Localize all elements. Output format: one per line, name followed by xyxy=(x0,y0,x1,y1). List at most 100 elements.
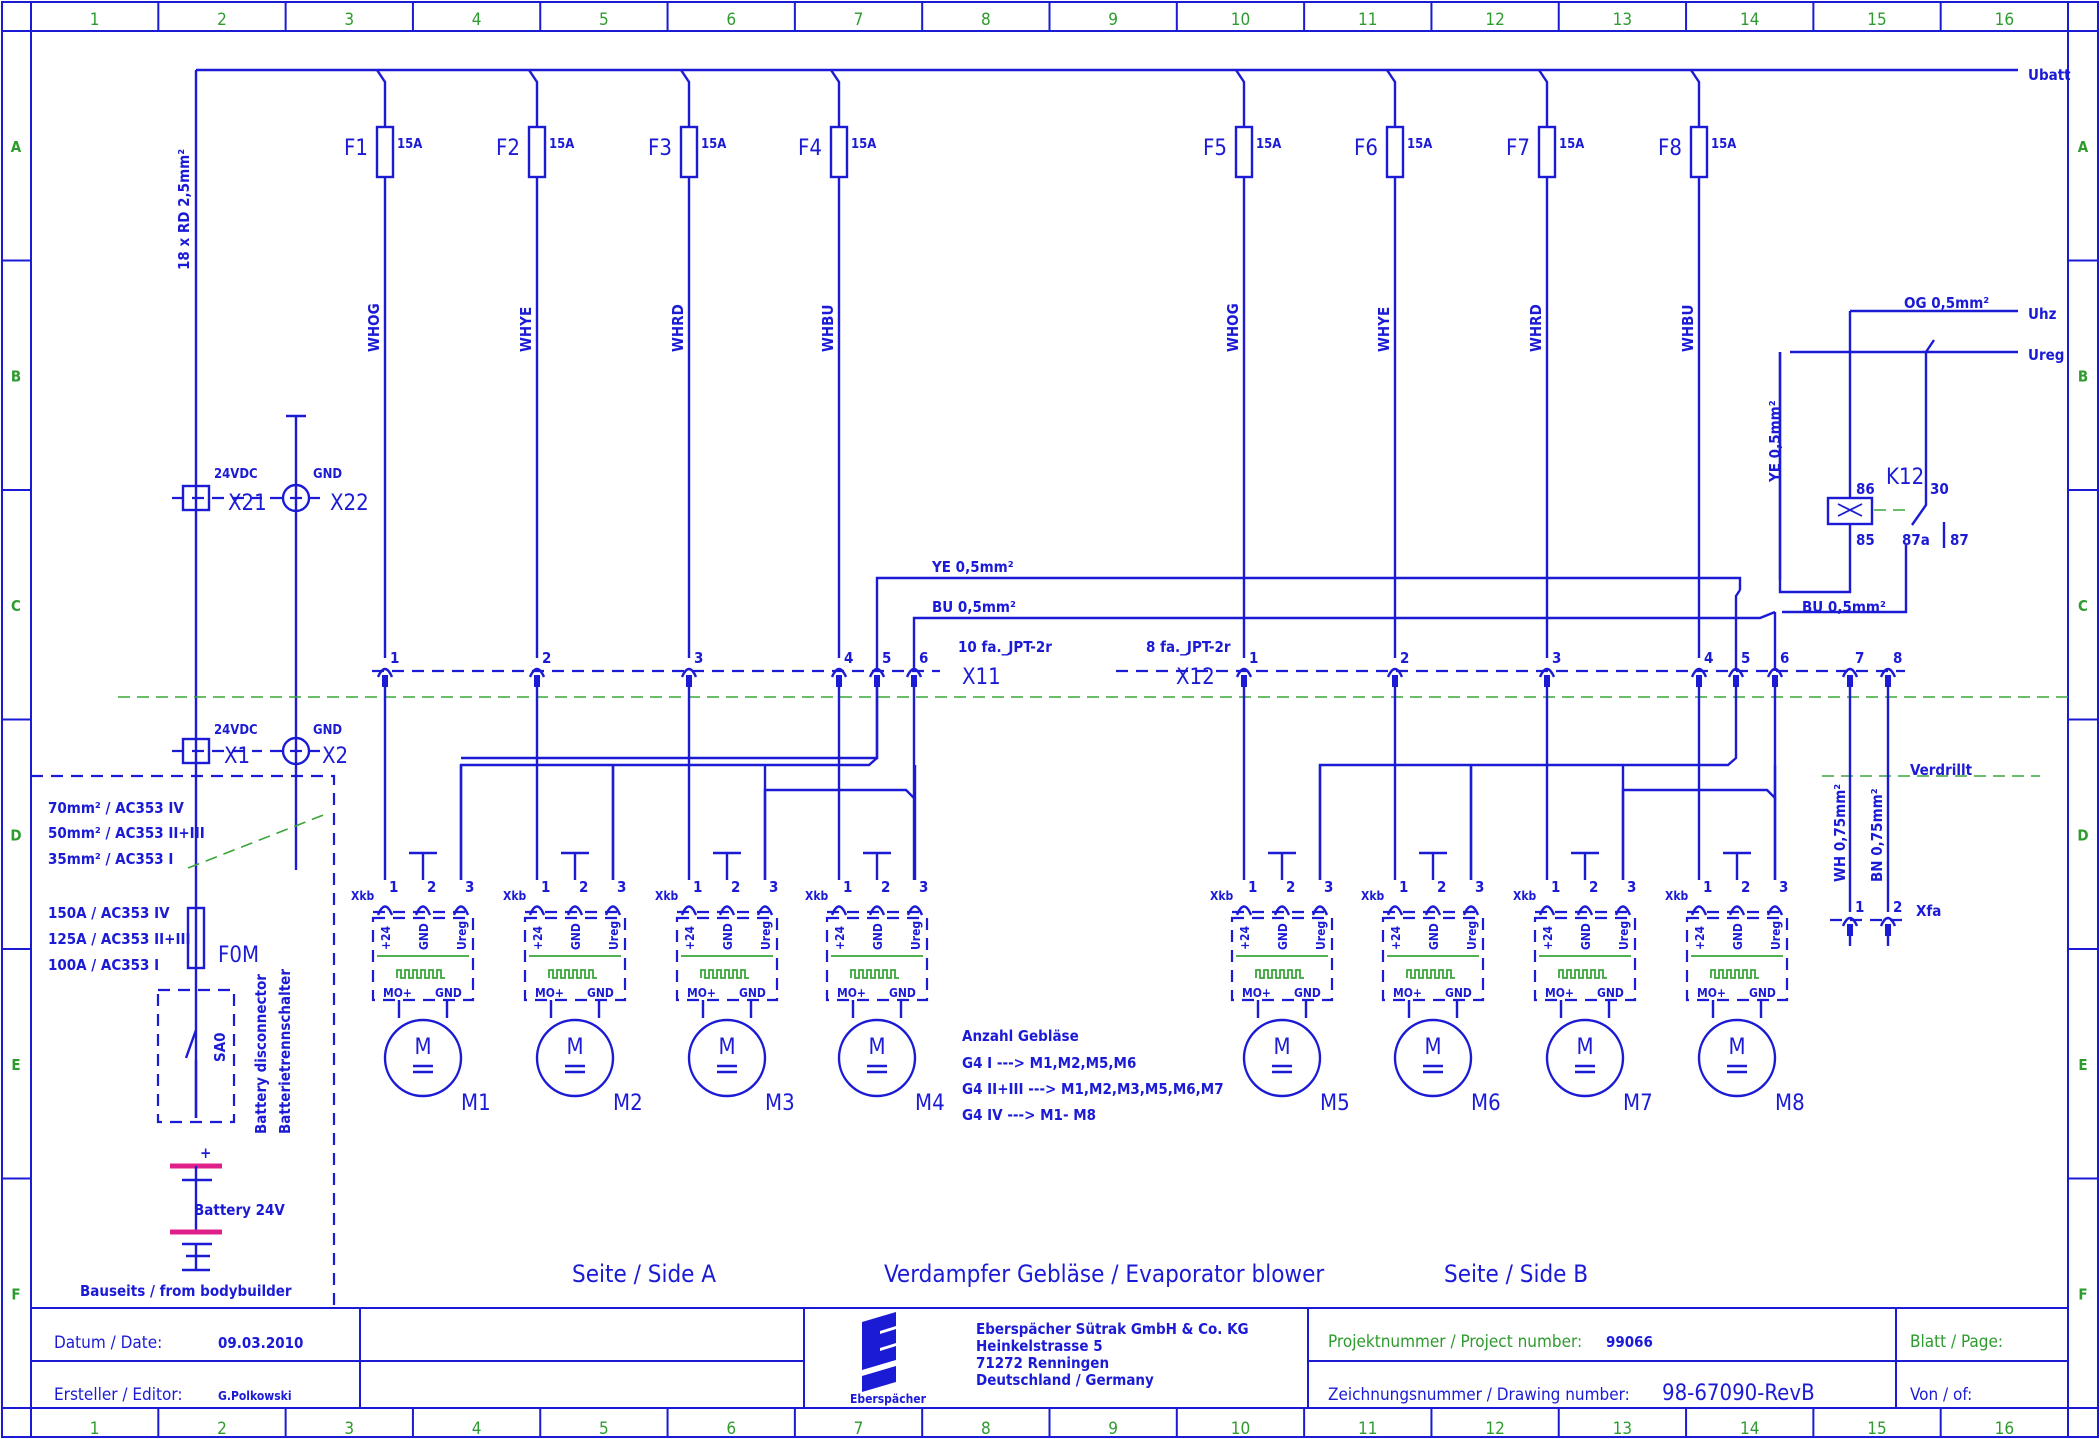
row-letter-right: F xyxy=(2078,1285,2087,1303)
module-pin: 1 xyxy=(843,878,852,896)
x12-pin: 3 xyxy=(1538,649,1561,687)
motor-name: M1 xyxy=(461,1091,491,1116)
pin-number: 3 xyxy=(1552,649,1561,667)
module-pin: 3 xyxy=(465,878,474,896)
uhz-label: Uhz xyxy=(2028,305,2057,323)
fuse-rating: 15A xyxy=(851,137,876,152)
column-number-top: 1 xyxy=(90,10,100,30)
signal-label: +24 xyxy=(683,925,697,950)
wire-color: WHRD xyxy=(669,304,687,352)
module-pin: 1 xyxy=(541,878,550,896)
row-ticks xyxy=(2,30,2098,1409)
logo-text: Eberspächer xyxy=(850,1392,927,1406)
blower-count-line-1: G4 I ---> M1,M2,M5,M6 xyxy=(962,1054,1136,1072)
pin-number: 6 xyxy=(919,649,928,667)
row-letter-left: D xyxy=(10,826,21,844)
pin-number: 2 xyxy=(1893,898,1902,916)
column-number-bottom: 9 xyxy=(1108,1419,1118,1439)
x11-name: X11 xyxy=(962,665,1001,690)
column-number-top: 4 xyxy=(472,10,482,30)
bu-bus2-label: BU 0,5mm² xyxy=(1802,598,1886,616)
column-number-bottom: 7 xyxy=(854,1419,864,1439)
company-street: Heinkelstrasse 5 xyxy=(976,1337,1103,1355)
column-number-top: 16 xyxy=(1995,10,2014,30)
module-pin: 2 xyxy=(427,878,436,896)
blower-count-line-2: G4 II+III ---> M1,M2,M3,M5,M6,M7 xyxy=(962,1080,1224,1098)
column-number-bottom: 3 xyxy=(344,1419,354,1439)
pin-86: 86 xyxy=(1856,480,1875,498)
pin-number: 2 xyxy=(542,649,551,667)
pin-number: 1 xyxy=(1249,649,1258,667)
pin-number: 6 xyxy=(1780,649,1789,667)
signal-label: +24 xyxy=(1693,925,1707,950)
motor-symbol: M xyxy=(868,1035,885,1060)
pin-number: 5 xyxy=(1741,649,1750,667)
column-number-bottom: 16 xyxy=(1995,1419,2014,1439)
column-number-top: 8 xyxy=(981,10,991,30)
signal-label: Ureg xyxy=(909,921,923,950)
module-pin: 1 xyxy=(1703,878,1712,896)
switch-de: Batterietrennschalter xyxy=(276,969,294,1134)
motor-pin-gnd: GND xyxy=(739,986,766,1000)
motor-name: M6 xyxy=(1471,1091,1501,1116)
pin-number: 7 xyxy=(1855,649,1864,667)
row-letter-right: A xyxy=(2078,138,2089,156)
signal-label: Ureg xyxy=(1769,921,1783,950)
pin-85: 85 xyxy=(1856,531,1875,549)
motor-pin-gnd: GND xyxy=(1445,986,1472,1000)
x12-pin: 2 xyxy=(1386,649,1409,687)
editor-value: G.Polkowski xyxy=(218,1389,292,1403)
relay-name: K12 xyxy=(1886,465,1924,490)
column-number-bottom: 10 xyxy=(1231,1419,1250,1439)
column-number-top: 15 xyxy=(1867,10,1886,30)
cable-3: 35mm² / AC353 I xyxy=(48,850,173,868)
x1-label: X1 xyxy=(224,744,250,769)
x21-label: X21 xyxy=(228,491,267,516)
module-pin: 2 xyxy=(579,878,588,896)
column-number-top: 13 xyxy=(1613,10,1632,30)
column-numbers: 1122334455667788991010111112121313141415… xyxy=(90,10,2014,1439)
column-number-bottom: 8 xyxy=(981,1419,991,1439)
x11-pin: 1 xyxy=(376,649,399,687)
signal-label: Ureg xyxy=(607,921,621,950)
pin-30: 30 xyxy=(1930,480,1949,498)
wire-color: WHOG xyxy=(365,303,383,352)
main-fuse-label: F0M xyxy=(218,943,259,968)
column-number-top: 5 xyxy=(599,10,609,30)
motor-pin-gnd: GND xyxy=(435,986,462,1000)
pin-number: 3 xyxy=(694,649,703,667)
bu-bus-label: BU 0,5mm² xyxy=(932,598,1016,616)
fuse-rating-3: 100A / AC353 I xyxy=(48,956,159,974)
column-number-bottom: 5 xyxy=(599,1419,609,1439)
og-wire-label: OG 0,5mm² xyxy=(1904,294,1989,312)
module-distribution xyxy=(459,687,1777,880)
column-number-bottom: 14 xyxy=(1740,1419,1759,1439)
eberspaecher-logo: Eberspächer xyxy=(850,1312,927,1406)
module-pin: 1 xyxy=(1248,878,1257,896)
date-label: Datum / Date: xyxy=(54,1333,162,1353)
ubatt-label: Ubatt xyxy=(2028,66,2071,84)
fuse-rating-2: 125A / AC353 II+III xyxy=(48,930,191,948)
xfa-pin: 2 xyxy=(1879,687,1902,946)
motor-name: M7 xyxy=(1623,1091,1653,1116)
x2-gnd: GND xyxy=(313,723,342,738)
xkb-label: Xkb xyxy=(655,889,679,903)
module-pin: 1 xyxy=(1399,878,1408,896)
signal-label: GND xyxy=(1276,923,1290,950)
row-letter-left: A xyxy=(11,138,22,156)
row-letter-left: B xyxy=(11,367,21,385)
x2-label: X2 xyxy=(322,744,348,769)
signal-label: GND xyxy=(1427,923,1441,950)
signal-label: +24 xyxy=(833,925,847,950)
fuse-name: F4 xyxy=(798,136,822,161)
signal-label: Ureg xyxy=(1465,921,1479,950)
signal-label: GND xyxy=(1731,923,1745,950)
x21-voltage: 24VDC xyxy=(214,467,258,482)
xfa-label: Xfa xyxy=(1916,902,1941,920)
